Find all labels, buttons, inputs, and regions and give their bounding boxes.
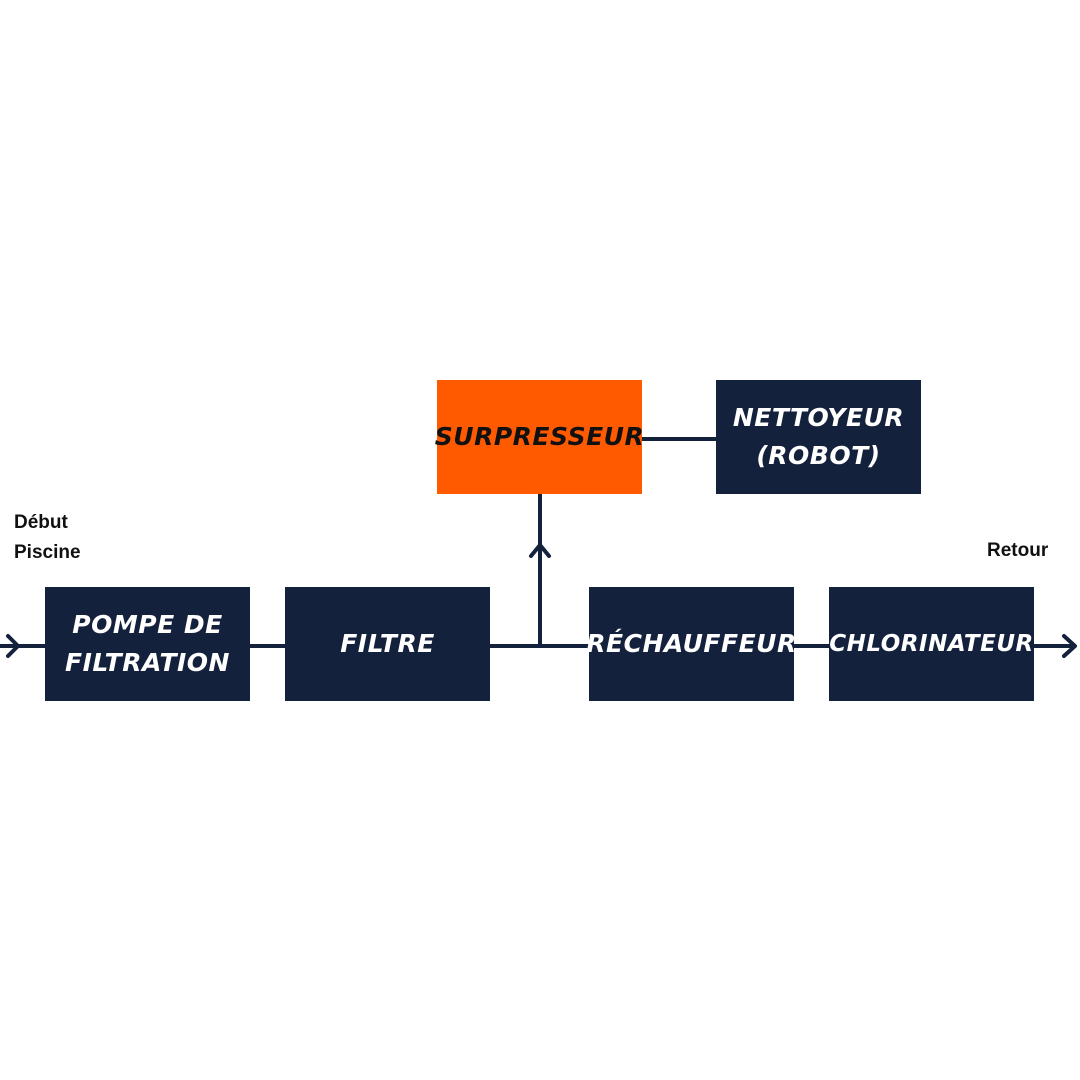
node-surpresseur: SURPRESSEUR xyxy=(434,380,645,494)
node-label: CHLORINATEUR xyxy=(829,631,1034,657)
start-label-line1: Début xyxy=(14,512,68,533)
node-label: SURPRESSEUR xyxy=(434,422,645,451)
node-label: RÉCHAUFFEUR xyxy=(586,629,797,658)
end-label-text: Retour xyxy=(987,540,1049,561)
start-label-line2: Piscine xyxy=(14,542,81,563)
node-chlorinateur: CHLORINATEUR xyxy=(829,587,1034,701)
branch-arrow-up-icon xyxy=(529,543,551,558)
node-label: POMPE DE FILTRATION xyxy=(65,610,230,677)
end-label: Retour xyxy=(987,536,1048,566)
node-rechauffeur: RÉCHAUFFEUR xyxy=(586,587,797,701)
start-label: Début Piscine xyxy=(14,508,81,568)
node-nettoyeur-robot: NETTOYEUR (ROBOT) xyxy=(716,380,921,494)
outlet-arrow-icon xyxy=(1062,634,1077,658)
node-label: FILTRE xyxy=(340,629,435,658)
node-pompe-de-filtration: POMPE DE FILTRATION xyxy=(45,587,250,701)
node-filtre: FILTRE xyxy=(285,587,490,701)
inlet-arrow-icon xyxy=(6,634,20,658)
node-label: NETTOYEUR (ROBOT) xyxy=(732,403,905,470)
